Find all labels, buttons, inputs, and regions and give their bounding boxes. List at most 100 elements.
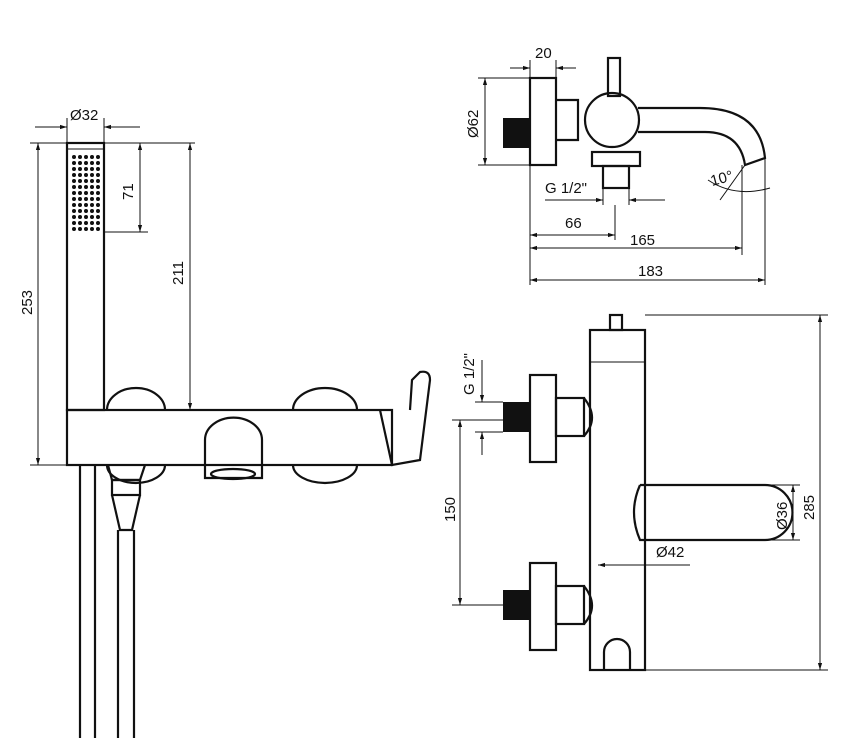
- mixer-body-rear: [588, 328, 647, 672]
- side-view: 20 Ø62 G 1/2" 10° 66 165 183: [465, 45, 771, 285]
- nozzle-dot: [78, 209, 82, 213]
- nozzle-dot: [90, 179, 94, 183]
- nozzle-dot: [90, 173, 94, 177]
- wall-plate: [528, 76, 558, 167]
- nozzle-dot: [96, 215, 100, 219]
- nozzle-dot: [96, 173, 100, 177]
- nozzle-dot: [84, 179, 88, 183]
- dim-thread-side: G 1/2": [545, 180, 587, 197]
- nozzle-dot: [72, 179, 76, 183]
- nozzle-dot: [78, 173, 82, 177]
- nozzle-dot: [78, 227, 82, 231]
- nozzle-dot: [84, 209, 88, 213]
- nozzle-dot: [78, 185, 82, 189]
- nozzle-dot: [84, 221, 88, 225]
- nozzle-dot: [96, 161, 100, 165]
- nozzle-dot: [72, 173, 76, 177]
- nozzle-dot: [78, 167, 82, 171]
- dim-total-height: 253: [19, 290, 36, 315]
- hose-hook: [602, 637, 632, 670]
- dim-spout-angle: 10°: [709, 168, 735, 190]
- nozzle-dot: [78, 179, 82, 183]
- nozzle-dot: [78, 203, 82, 207]
- spout: [203, 416, 264, 480]
- nozzle-dot: [72, 227, 76, 231]
- nozzle-dot: [84, 161, 88, 165]
- nozzle-dot: [90, 167, 94, 171]
- nozzle-dot: [90, 227, 94, 231]
- nozzle-dot: [96, 191, 100, 195]
- nozzle-dot: [84, 227, 88, 231]
- nozzle-dot: [90, 215, 94, 219]
- dim-body-diameter: Ø42: [656, 544, 684, 561]
- nozzle-dot: [84, 203, 88, 207]
- lever: [378, 370, 432, 467]
- nozzle-dot: [72, 185, 76, 189]
- dim-spout-reach: 165: [630, 232, 655, 249]
- nozzle-dot: [90, 197, 94, 201]
- dim-plate-depth: 20: [535, 45, 552, 62]
- nozzle-dot: [78, 221, 82, 225]
- dim-thread-rear: G 1/2": [461, 353, 478, 395]
- dim-plate-diameter: Ø62: [465, 110, 482, 138]
- nozzle-dot: [84, 215, 88, 219]
- nozzle-dot: [96, 209, 100, 213]
- spout-side: [638, 106, 767, 167]
- dim-spout-diameter: Ø36: [774, 502, 791, 530]
- nozzle-dot: [96, 227, 100, 231]
- rear-view: 285 Ø36 Ø42 150 G 1/2": [442, 313, 828, 672]
- upper-connection: [503, 373, 594, 464]
- nozzle-dot: [78, 155, 82, 159]
- spray-nozzles: [72, 155, 100, 231]
- nozzle-dot: [84, 155, 88, 159]
- nozzle-dot: [72, 155, 76, 159]
- nozzle-dot: [96, 203, 100, 207]
- nozzle-dot: [72, 203, 76, 207]
- dim-holder-height: 211: [170, 261, 187, 285]
- nozzle-dot: [90, 161, 94, 165]
- nozzle-dot: [72, 161, 76, 165]
- wall-disc-left: [105, 386, 167, 411]
- nozzle-dot: [96, 185, 100, 189]
- handshower: [65, 141, 106, 412]
- knurled-connector: [503, 118, 530, 148]
- nozzle-dot: [78, 161, 82, 165]
- dim-total-height-rear: 285: [801, 495, 818, 520]
- dim-spray-height: 71: [120, 183, 137, 200]
- nozzle-dot: [78, 215, 82, 219]
- nozzle-dot: [90, 209, 94, 213]
- nozzle-dot: [72, 221, 76, 225]
- nozzle-dot: [96, 221, 100, 225]
- nozzle-dot: [78, 191, 82, 195]
- nozzle-dot: [84, 167, 88, 171]
- nozzle-dot: [96, 197, 100, 201]
- nozzle-dot: [72, 197, 76, 201]
- mixer-body-side: [583, 91, 641, 149]
- nozzle-dot: [72, 209, 76, 213]
- nozzle-dot: [84, 191, 88, 195]
- nozzle-dot: [84, 173, 88, 177]
- nozzle-dot: [90, 185, 94, 189]
- nozzle-dot: [90, 203, 94, 207]
- nozzle-dot: [84, 197, 88, 201]
- front-view: Ø32 71 211 253: [19, 107, 432, 738]
- nozzle-dot: [90, 155, 94, 159]
- dim-total-depth: 183: [638, 263, 663, 280]
- wall-disc-right: [291, 386, 359, 411]
- nozzle-dot: [96, 167, 100, 171]
- nozzle-dot: [72, 167, 76, 171]
- nozzle-dot: [96, 155, 100, 159]
- nozzle-dot: [78, 197, 82, 201]
- nozzle-dot: [90, 191, 94, 195]
- nozzle-dot: [84, 185, 88, 189]
- mixer-body: [65, 408, 394, 467]
- lever-side: [606, 56, 622, 98]
- dim-handshower-diameter: Ø32: [70, 107, 98, 124]
- dim-connection-spacing: 150: [442, 497, 459, 522]
- nozzle-dot: [72, 191, 76, 195]
- nozzle-dot: [72, 215, 76, 219]
- dim-outlet-offset: 66: [565, 215, 582, 232]
- lower-connection: [503, 561, 594, 652]
- spout-rear: [632, 483, 794, 542]
